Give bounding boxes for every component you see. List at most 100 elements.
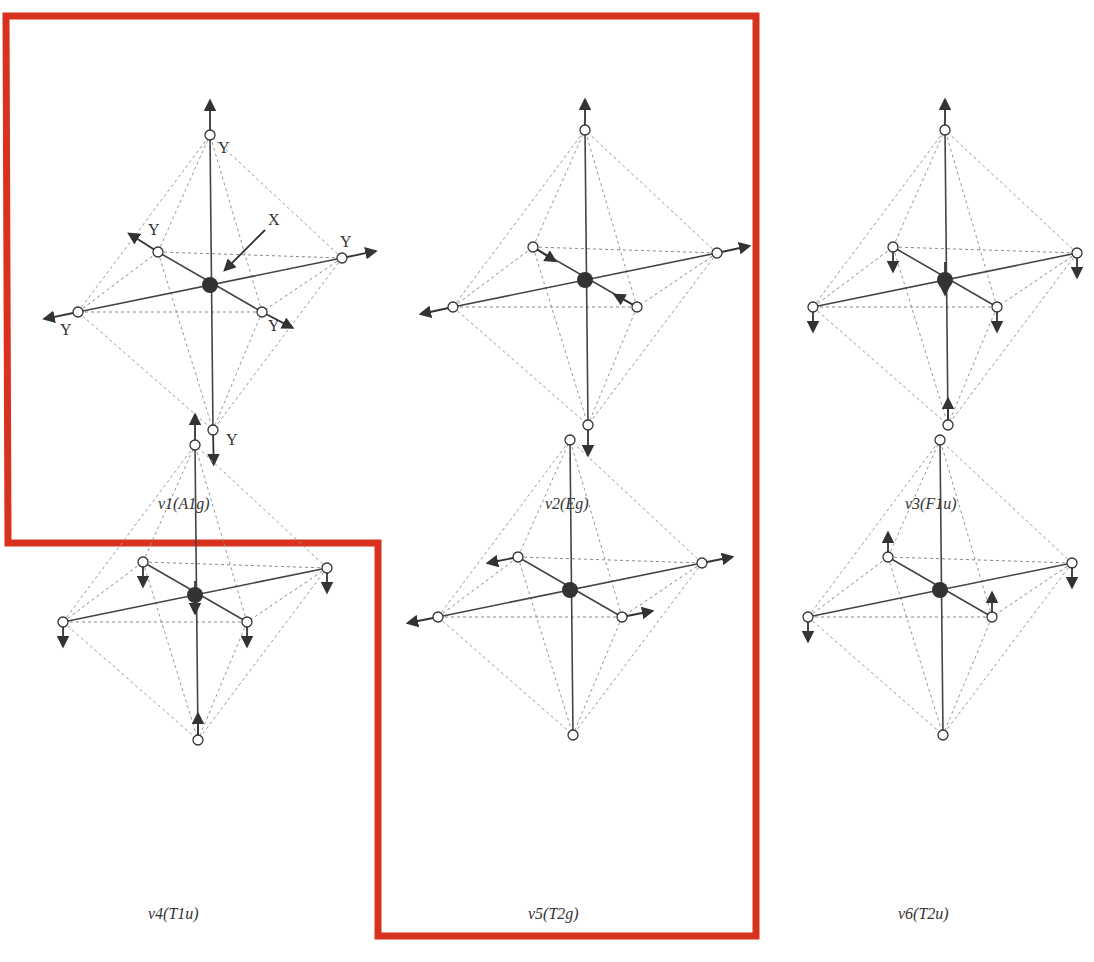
octahedron xyxy=(808,100,1082,430)
bond-line xyxy=(63,568,327,622)
edge-line xyxy=(158,252,342,258)
central-atom xyxy=(937,272,953,288)
mode-caption: ν2(Eg) xyxy=(545,496,589,512)
ligand-atom xyxy=(697,558,707,568)
edge-line xyxy=(453,130,585,307)
edge-line xyxy=(808,617,992,618)
edge-line xyxy=(210,135,342,258)
bond-line xyxy=(518,557,622,617)
ligand-atom xyxy=(190,440,200,450)
bond-line xyxy=(893,247,997,307)
edge-line xyxy=(588,307,637,425)
ligand-atom xyxy=(208,425,218,435)
octahedron xyxy=(408,435,732,740)
edge-line xyxy=(588,253,717,425)
edge-line xyxy=(945,130,1077,253)
ligand-atom xyxy=(888,242,898,252)
edge-line xyxy=(158,135,210,252)
ligand-atom xyxy=(940,125,950,135)
edge-line xyxy=(213,312,262,430)
displacement-arrow xyxy=(225,230,265,270)
ligand-atom xyxy=(528,242,538,252)
highlight-outline xyxy=(6,16,756,936)
ligand-atom xyxy=(632,302,642,312)
edge-line xyxy=(940,440,1072,563)
octahedron xyxy=(421,100,749,455)
ligand-atom xyxy=(565,435,575,445)
ligand-atom xyxy=(73,307,83,317)
mode-caption: ν3(F1u) xyxy=(905,496,957,512)
ligand-atom xyxy=(712,248,722,258)
ligand-atom xyxy=(568,730,578,740)
ligand-atom xyxy=(987,612,997,622)
edge-line xyxy=(78,312,262,313)
edge-line xyxy=(453,307,637,308)
ligand-atom xyxy=(242,617,252,627)
ligand-atom xyxy=(1072,248,1082,258)
bond-line xyxy=(143,562,247,622)
edge-line xyxy=(63,445,195,622)
edge-line xyxy=(948,253,1077,425)
ligand-atom xyxy=(448,302,458,312)
edge-line xyxy=(213,258,342,430)
edge-line xyxy=(533,247,717,253)
ligand-atom xyxy=(257,307,267,317)
atom-label: Y xyxy=(60,322,72,338)
atom-label: Y xyxy=(148,222,160,238)
edge-line xyxy=(943,617,992,735)
bond-line xyxy=(533,247,637,307)
ligand-atom xyxy=(935,435,945,445)
edge-line xyxy=(813,247,893,307)
edge-line xyxy=(573,563,702,735)
ligand-atom xyxy=(992,302,1002,312)
edge-line xyxy=(813,130,945,307)
edge-line xyxy=(453,307,588,425)
edge-line xyxy=(198,622,247,740)
edge-line xyxy=(948,307,997,425)
edge-line xyxy=(63,622,247,623)
ligand-atom xyxy=(808,302,818,312)
octahedron xyxy=(58,415,332,745)
edge-line xyxy=(438,617,573,735)
central-atom xyxy=(577,272,593,288)
ligand-atom xyxy=(513,552,523,562)
edge-line xyxy=(893,130,945,247)
ligand-atom xyxy=(193,735,203,745)
bond-line xyxy=(453,253,717,307)
mode-caption: ν6(T2u) xyxy=(898,906,949,922)
octahedron xyxy=(803,435,1077,740)
edge-line xyxy=(573,617,622,735)
edge-line xyxy=(63,622,198,740)
bond-line xyxy=(808,563,1072,617)
edge-line xyxy=(808,617,943,735)
central-atom xyxy=(202,277,218,293)
ligand-atom xyxy=(803,612,813,622)
edge-line xyxy=(808,557,888,617)
edge-line xyxy=(438,557,518,617)
edge-line xyxy=(533,130,585,247)
edge-line xyxy=(78,135,210,312)
edge-line xyxy=(888,557,1072,563)
edge-line xyxy=(808,440,940,617)
edge-line xyxy=(570,440,702,563)
ligand-atom xyxy=(617,612,627,622)
octahedron xyxy=(45,101,376,464)
ligand-atom xyxy=(1067,558,1077,568)
bond-line xyxy=(78,258,342,312)
ligand-atom xyxy=(138,557,148,567)
bond-line xyxy=(438,563,702,617)
edge-line xyxy=(943,563,1072,735)
edge-line xyxy=(198,568,327,740)
edge-line xyxy=(195,445,327,568)
edge-line xyxy=(453,247,533,307)
edge-line xyxy=(78,252,158,312)
ligand-atom xyxy=(322,563,332,573)
ligand-atom xyxy=(580,125,590,135)
central-atom xyxy=(562,582,578,598)
ligand-atom xyxy=(938,730,948,740)
bond-line xyxy=(888,557,992,617)
edge-line xyxy=(78,312,213,430)
edge-line xyxy=(63,562,143,622)
central-atom xyxy=(932,582,948,598)
ligand-atom xyxy=(153,247,163,257)
